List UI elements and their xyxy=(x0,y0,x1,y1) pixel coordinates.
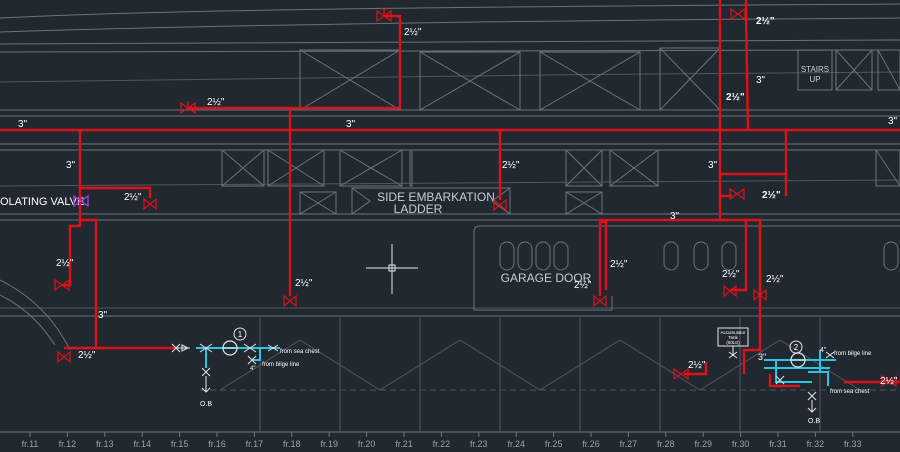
frame-number-label: fr.12 xyxy=(59,439,77,449)
pipe-size-label: 2½" xyxy=(295,278,313,289)
pipe-size-label: 2½" xyxy=(762,190,781,201)
valve-icon xyxy=(729,187,745,201)
pipe-size-label: 2½" xyxy=(722,269,740,280)
pipe-size-label: 3" xyxy=(18,119,28,130)
four-inch-1-label: 4" xyxy=(250,366,255,372)
pipe-size-label: 2½" xyxy=(756,16,775,27)
four-inch-2-label: 4" xyxy=(820,347,827,354)
frame-number-label: fr.24 xyxy=(507,439,525,449)
frame-number-label: fr.26 xyxy=(582,439,600,449)
deck-structure xyxy=(0,3,900,433)
valve-icon xyxy=(143,197,157,211)
pipe-size-label: 2½" xyxy=(766,274,784,285)
pipe-size-label: 2½" xyxy=(124,192,142,203)
pipe-size-label: 2½" xyxy=(207,97,225,108)
pipe-size-label: 3" xyxy=(66,160,76,171)
frame-number-label: fr.14 xyxy=(133,439,151,449)
up-label: UP xyxy=(809,75,820,84)
from-bilge-line-2-label: from bilge line xyxy=(834,351,872,357)
pipe-size-label: 2½" xyxy=(404,27,422,38)
isolating-valve-icon xyxy=(73,194,89,208)
side-embarkation-label: SIDE EMBARKATION xyxy=(377,190,495,204)
valve-icon xyxy=(493,198,507,212)
pipe-size-label: 2½" xyxy=(574,280,592,291)
frame-number-label: fr.16 xyxy=(208,439,226,449)
stairs-label: STAIRS xyxy=(801,65,829,74)
accumulator-line-1: Accumulator xyxy=(720,330,746,335)
valve-icon xyxy=(57,350,71,364)
frame-number-row: fr.11 fr.12 fr.13 fr.14 fr.15 fr.16 fr.17 fr.18… xyxy=(22,432,862,449)
frame-number-label: fr.13 xyxy=(96,439,114,449)
valve-icon xyxy=(753,288,767,302)
frame-number-label: fr.19 xyxy=(320,439,338,449)
accumulator-line-2: Tank xyxy=(728,335,738,340)
frame-number-label: fr.29 xyxy=(694,439,712,449)
frame-number-label: fr.20 xyxy=(358,439,376,449)
valve-icon xyxy=(673,367,689,381)
fire-main-pipes xyxy=(0,0,900,388)
valve-icon xyxy=(180,101,196,115)
pipe-size-label: 3" xyxy=(670,211,680,222)
from-sea-chest-2-label: from sea chest xyxy=(830,389,870,395)
frame-number-label: fr.23 xyxy=(470,439,488,449)
pump-1-number: 1 xyxy=(238,330,243,339)
pump-1-assembly: 1 from sea chest from bilge line 4" O.B xyxy=(171,327,320,408)
frame-number-label: fr.28 xyxy=(657,439,675,449)
pump-2-number: 2 xyxy=(794,343,799,352)
valve-icon xyxy=(723,284,737,298)
frame-number-label: fr.17 xyxy=(246,439,264,449)
frame-number-label: fr.22 xyxy=(433,439,451,449)
frame-number-label: fr.11 xyxy=(22,439,39,449)
gate-valves xyxy=(54,7,897,388)
frame-number-label: fr.21 xyxy=(395,439,413,449)
pipe-size-label: 3" xyxy=(346,119,356,130)
frame-number-label: fr.27 xyxy=(620,439,638,449)
ob-2-label: O.B xyxy=(808,418,820,425)
pipe-size-labels: 2½" 2½" 3" 3" 2½" 2½" 3" 2½" 2½" 2½" 3" … xyxy=(18,16,898,387)
pipe-size-label: 2½" xyxy=(56,258,74,269)
pipe-size-label: 3" xyxy=(756,75,766,86)
pipe-size-label: 2½" xyxy=(726,92,745,103)
crosshair-cursor xyxy=(366,244,418,294)
pipe-size-label: 3" xyxy=(758,352,766,362)
accumulator-line-3: (50Ltr) xyxy=(726,340,740,345)
ladder-label: LADDER xyxy=(394,202,443,216)
pipe-size-label: 2½" xyxy=(688,360,706,371)
ob-1-label: O.B xyxy=(200,401,212,408)
frame-number-label: fr.31 xyxy=(769,439,787,449)
pipe-size-label: 3" xyxy=(98,310,108,321)
pipe-size-label: 2½" xyxy=(880,376,898,387)
valve-icon xyxy=(376,8,392,23)
frame-number-label: fr.30 xyxy=(732,439,750,449)
valve-icon xyxy=(881,374,897,388)
pump-2-assembly: Accumulator Tank (50Ltr) 2 from bilge li… xyxy=(717,327,872,425)
pipe-size-label: 3" xyxy=(888,116,898,127)
frame-number-label: fr.32 xyxy=(807,439,825,449)
valve-icon xyxy=(593,294,607,308)
frame-number-label: fr.18 xyxy=(283,439,301,449)
frame-number-label: fr.25 xyxy=(545,439,563,449)
pipe-size-label: 3" xyxy=(708,160,718,171)
from-sea-chest-1-label: from sea chest xyxy=(280,349,320,355)
isolating-valve-label: OLATING VALVE xyxy=(0,196,84,208)
frame-number-label: fr.15 xyxy=(171,439,189,449)
garage-door-label: GARAGE DOOR xyxy=(501,271,592,285)
pipe-size-label: 2½" xyxy=(502,160,520,171)
valve-icon xyxy=(54,278,70,292)
valve-icon xyxy=(283,294,297,308)
from-bilge-line-1-label: from bilge line xyxy=(262,362,300,368)
pipe-size-label: 2½" xyxy=(610,259,628,270)
valve-icon xyxy=(730,7,746,21)
pipe-size-label: 2½" xyxy=(78,350,96,361)
frame-number-label: fr.33 xyxy=(844,439,862,449)
